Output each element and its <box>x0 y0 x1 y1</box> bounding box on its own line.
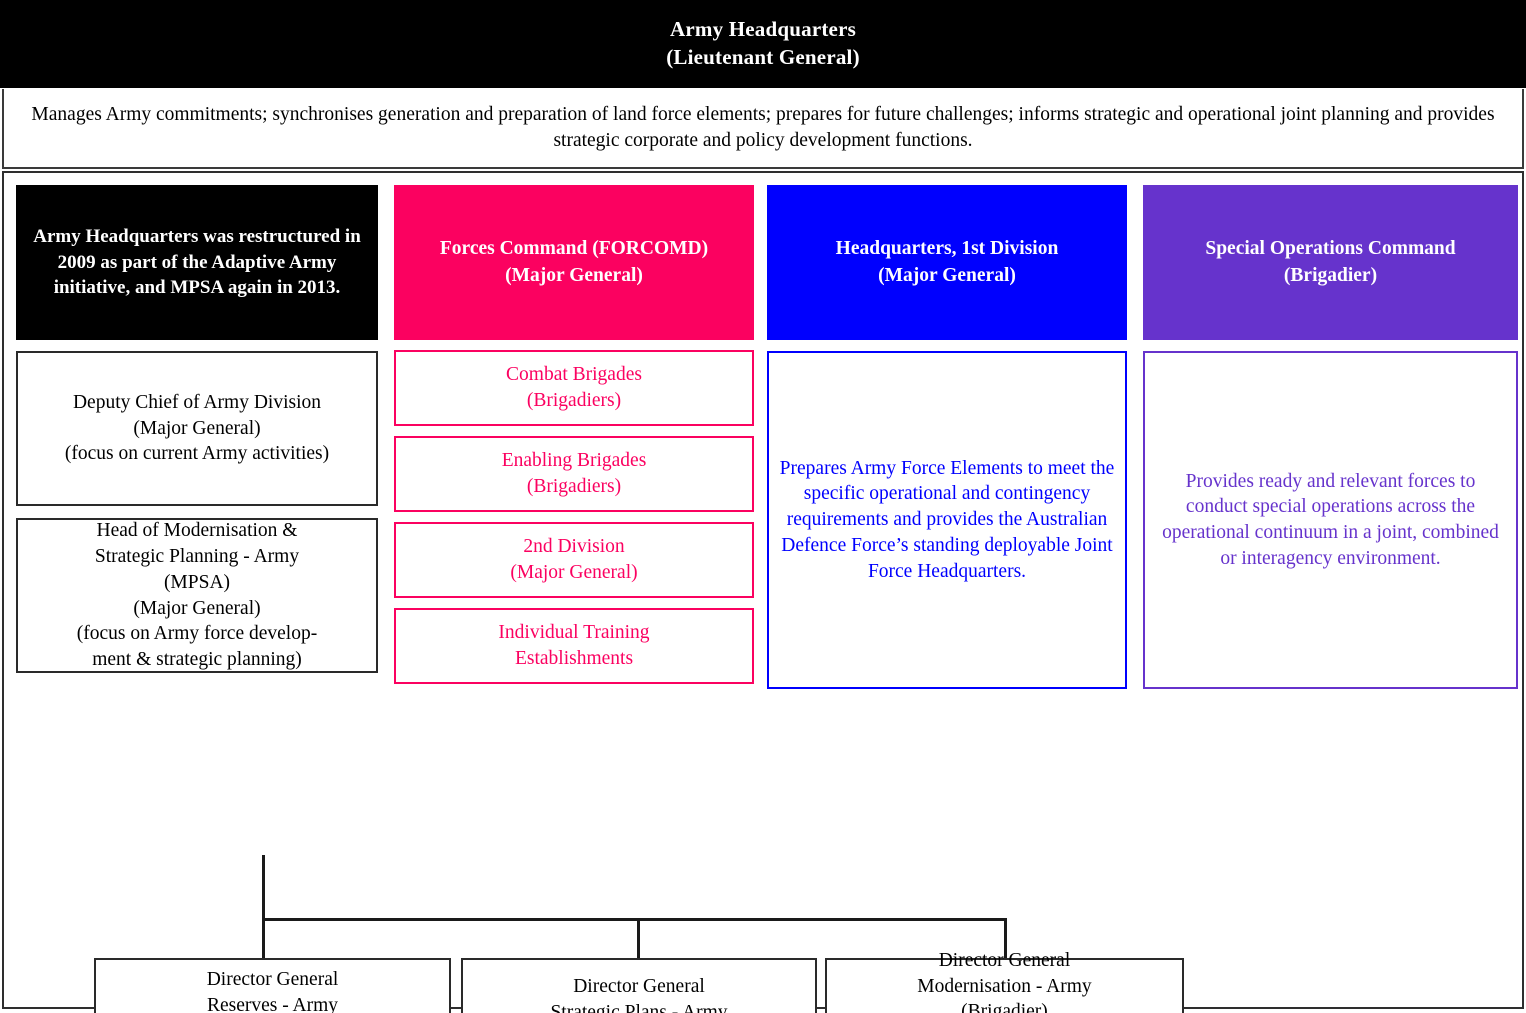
column-special-operations-command: Special Operations Command (Brigadier) P… <box>1143 185 1518 689</box>
box-combat-brigades-label: Combat Brigades(Brigadiers) <box>506 364 642 411</box>
header-forces-command[interactable]: Forces Command (FORCOMD) (Major General) <box>394 185 754 340</box>
box-head-of-modernisation-strategic-planning-label: Head of Modernisation &Strategic Plannin… <box>76 520 318 670</box>
box-combat-brigades[interactable]: Combat Brigades(Brigadiers) <box>394 350 754 426</box>
header-special-operations-command-rank: (Brigadier) <box>1283 264 1378 286</box>
box-deputy-chief-of-army-division[interactable]: Deputy Chief of Army Division(Major Gene… <box>16 351 378 506</box>
column-army-headquarters-note: Army Headquarters was restructured in 20… <box>16 185 378 673</box>
org-description-text: Manages Army commitments; synchronises g… <box>31 104 1495 151</box>
connector-drop-modernisation <box>1004 918 1007 960</box>
box-2nd-division-label: 2nd Division(Major General) <box>510 536 638 583</box>
chart-body-frame: Army Headquarters was restructured in 20… <box>2 171 1524 1013</box>
page-title-rank: (Lieutenant General) <box>666 45 860 69</box>
header-special-operations-command[interactable]: Special Operations Command (Brigadier) <box>1143 185 1518 340</box>
box-enabling-brigades[interactable]: Enabling Brigades(Brigadiers) <box>394 436 754 512</box>
header-headquarters-1st-division-rank: (Major General) <box>878 264 1016 286</box>
header-headquarters-1st-division-title: Headquarters, 1st Division <box>835 238 1059 260</box>
box-headquarters-1st-division-body[interactable]: Prepares Army Force Elements to meet the… <box>767 351 1127 689</box>
box-special-operations-command-body[interactable]: Provides ready and relevant forces to co… <box>1143 351 1518 689</box>
connector-trunk-vertical <box>262 855 265 921</box>
header-forces-command-rank: (Major General) <box>505 264 643 286</box>
box-deputy-chief-of-army-division-label: Deputy Chief of Army Division(Major Gene… <box>64 391 330 465</box>
box-head-of-modernisation-strategic-planning[interactable]: Head of Modernisation &Strategic Plannin… <box>16 518 378 673</box>
connector-drop-reserves <box>262 918 265 960</box>
page-title-banner: Army Headquarters (Lieutenant General) <box>0 0 1526 88</box>
connector-drop-strategic-plans <box>637 918 640 960</box>
box-special-operations-command-body-text: Provides ready and relevant forces to co… <box>1162 470 1499 569</box>
column-forces-command: Forces Command (FORCOMD) (Major General)… <box>394 185 754 684</box>
note-card-restructure: Army Headquarters was restructured in 20… <box>16 185 378 340</box>
column-headquarters-1st-division: Headquarters, 1st Division (Major Genera… <box>767 185 1127 689</box>
header-forces-command-title: Forces Command (FORCOMD) <box>439 238 709 260</box>
org-description-strip: Manages Army commitments; synchronises g… <box>2 89 1524 169</box>
connector-horizontal-bar <box>262 918 1007 921</box>
header-special-operations-command-title: Special Operations Command <box>1205 238 1456 260</box>
box-2nd-division[interactable]: 2nd Division(Major General) <box>394 522 754 598</box>
header-headquarters-1st-division[interactable]: Headquarters, 1st Division (Major Genera… <box>767 185 1127 340</box>
box-enabling-brigades-label: Enabling Brigades(Brigadiers) <box>501 450 647 497</box>
page-title: Army Headquarters <box>670 17 856 42</box>
box-headquarters-1st-division-body-text: Prepares Army Force Elements to meet the… <box>779 457 1115 582</box>
